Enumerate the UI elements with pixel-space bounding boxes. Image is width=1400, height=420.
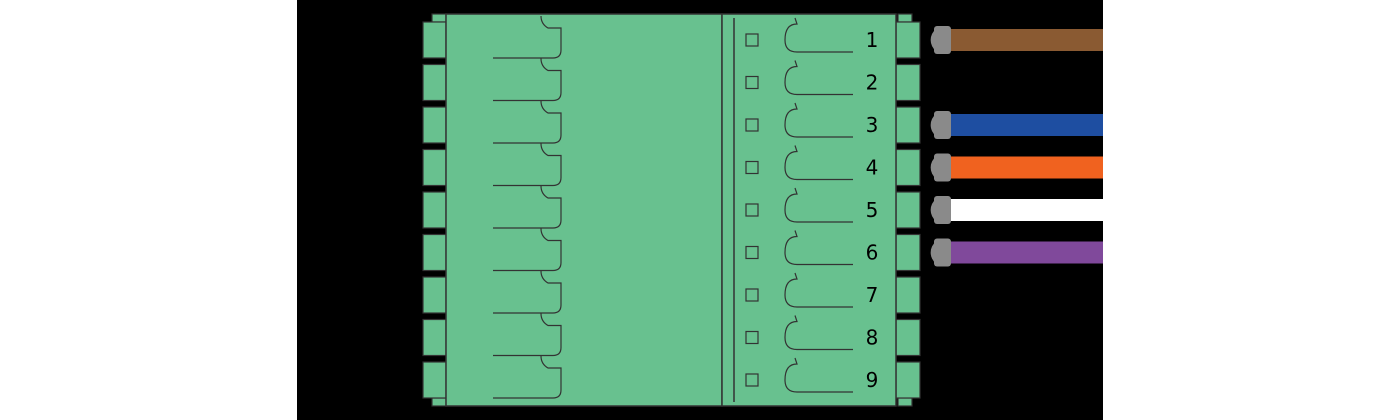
left-latch [493,58,562,102]
left-clip [422,318,447,357]
screw-square [745,330,759,345]
right-clip [895,361,921,399]
right-latch [784,60,853,96]
ferrule-tip [930,29,936,51]
right-clip [895,276,921,314]
left-latch [493,100,562,144]
screw-square [745,203,759,217]
ferrule-tip [930,114,936,136]
left-clip [422,361,447,399]
ferrule-tip [930,199,936,221]
wire-6 [947,241,1103,264]
right-clip [895,318,921,357]
screw-square [745,288,759,302]
left-clip [422,191,447,229]
wire-4 [947,156,1103,179]
right-clip [895,191,921,229]
left-clip [422,276,447,314]
ferrule [934,153,951,182]
left-latch [493,185,562,229]
screw-square [745,118,759,132]
right-clip [895,63,921,102]
right-latch [784,357,853,393]
left-side-clips [422,13,447,407]
connector-body-main [445,13,723,407]
left-latch [493,15,562,59]
pin-label: 6 [866,241,879,265]
ferrule [934,196,951,224]
ferrule [934,111,951,139]
end-tab [431,13,447,23]
left-clip [422,148,447,187]
screw-square [745,160,759,175]
ferrule [934,238,951,267]
right-side-clips [895,13,921,407]
screw-squares [745,33,759,387]
pin-label: 5 [866,198,879,222]
right-latch [784,272,853,308]
pin-label: 2 [866,71,879,95]
ferrule-tip [930,241,936,264]
left-latch [493,228,562,272]
ferrule-tip [930,156,936,179]
wires [930,26,1103,267]
pin-label: 4 [866,156,879,180]
right-latch [784,230,853,266]
right-clip [895,148,921,187]
screw-square [745,245,759,260]
wire-1 [947,29,1103,51]
pin-label: 1 [866,28,879,52]
end-tab [897,13,913,23]
screw-square [745,75,759,90]
pin-label: 8 [866,326,879,350]
end-tab [431,397,447,407]
wire-5 [947,199,1103,221]
right-clip [895,21,921,59]
right-clip [895,233,921,272]
left-clip [422,106,447,144]
right-latch [784,102,853,138]
left-latch [493,143,562,187]
left-clip [422,233,447,272]
screw-square [745,33,759,47]
screw-square [745,373,759,387]
right-latch [784,315,853,351]
right-clip [895,106,921,144]
right-latch [784,187,853,223]
right-latch [784,17,853,53]
pin-label: 3 [866,113,879,137]
latch-outlines [493,15,853,402]
pin-label: 7 [866,283,879,307]
left-latch [493,355,562,399]
left-clip [422,21,447,59]
right-latch [784,145,853,181]
end-tab [897,397,913,407]
connector-body-terminals [721,13,897,407]
left-latch [493,313,562,357]
pin-label: 9 [866,368,879,392]
ferrule [934,26,951,54]
left-clip [422,63,447,102]
pin-labels: 1 2 3 4 5 6 7 8 9 [866,28,879,392]
left-latch [493,270,562,314]
wire-3 [947,114,1103,136]
